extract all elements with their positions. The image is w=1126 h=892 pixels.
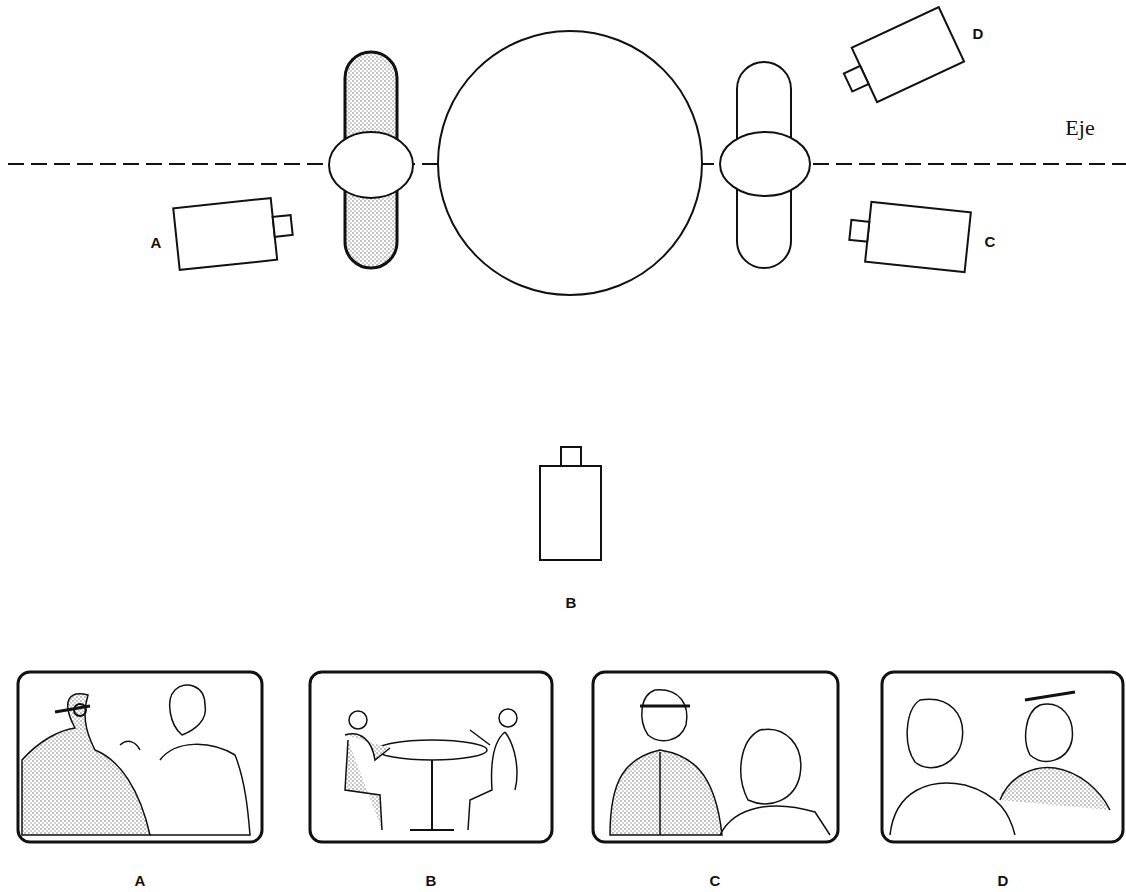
screen-label: A [135,873,146,888]
table [438,31,702,295]
camera [540,447,601,560]
screen-b [310,672,552,842]
screen-label: B [426,873,437,888]
axis-label: Eje [1065,117,1094,139]
camera [847,200,971,272]
camera-label: C [985,234,996,249]
person-head [720,132,810,196]
camera-label: A [151,235,162,250]
screen-c [593,672,838,842]
camera [835,7,964,110]
screen-d [882,672,1123,842]
screen-label: C [710,873,721,888]
person-head [329,132,413,198]
camera [173,196,295,270]
camera-label: D [973,26,984,41]
screen-label: D [998,873,1009,888]
camera-label: B [566,595,577,610]
screen-a [18,672,262,842]
